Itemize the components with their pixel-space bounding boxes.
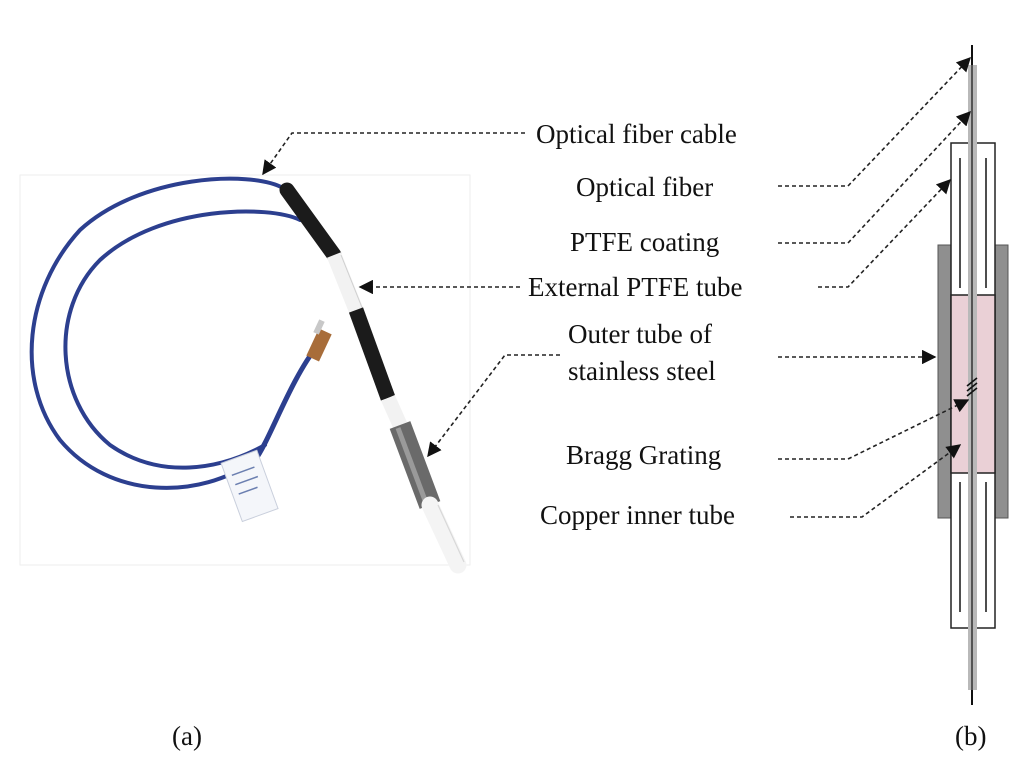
label-outer-tube-line2: stainless steel [568, 356, 716, 386]
label-external-ptfe-tube: External PTFE tube [528, 272, 742, 302]
grating-marks [966, 377, 978, 397]
label-ptfe-coating: PTFE coating [570, 227, 719, 257]
ptfe-tube-segment-mid [381, 394, 407, 429]
stainless-steel-tube [389, 421, 441, 509]
label-outer-tube-line1: Outer tube of [568, 319, 712, 349]
label-copper-inner-tube: Copper inner tube [540, 500, 735, 530]
sensor-photo [19, 174, 471, 574]
panel-label-a: (a) [172, 721, 202, 751]
labels: Optical fiber cable Optical fiber PTFE c… [172, 119, 986, 751]
panel-label-b: (b) [955, 721, 986, 751]
ptfe-tube-tip [421, 496, 467, 574]
optical-fiber-cable-loop-outer [29, 176, 285, 490]
optical-fiber-cable-loop-inner [63, 209, 302, 470]
black-sleeve-lower [348, 307, 396, 401]
sensor-schematic [937, 45, 1009, 705]
fiber-connector [306, 319, 332, 362]
cable-tag [220, 449, 279, 523]
label-optical-fiber: Optical fiber [576, 172, 713, 202]
label-bragg-grating: Bragg Grating [566, 440, 721, 470]
leader-lines [262, 56, 971, 518]
label-optical-fiber-cable: Optical fiber cable [536, 119, 737, 149]
ptfe-tube-segment-upper [327, 252, 363, 313]
black-sleeve-upper [279, 182, 342, 263]
